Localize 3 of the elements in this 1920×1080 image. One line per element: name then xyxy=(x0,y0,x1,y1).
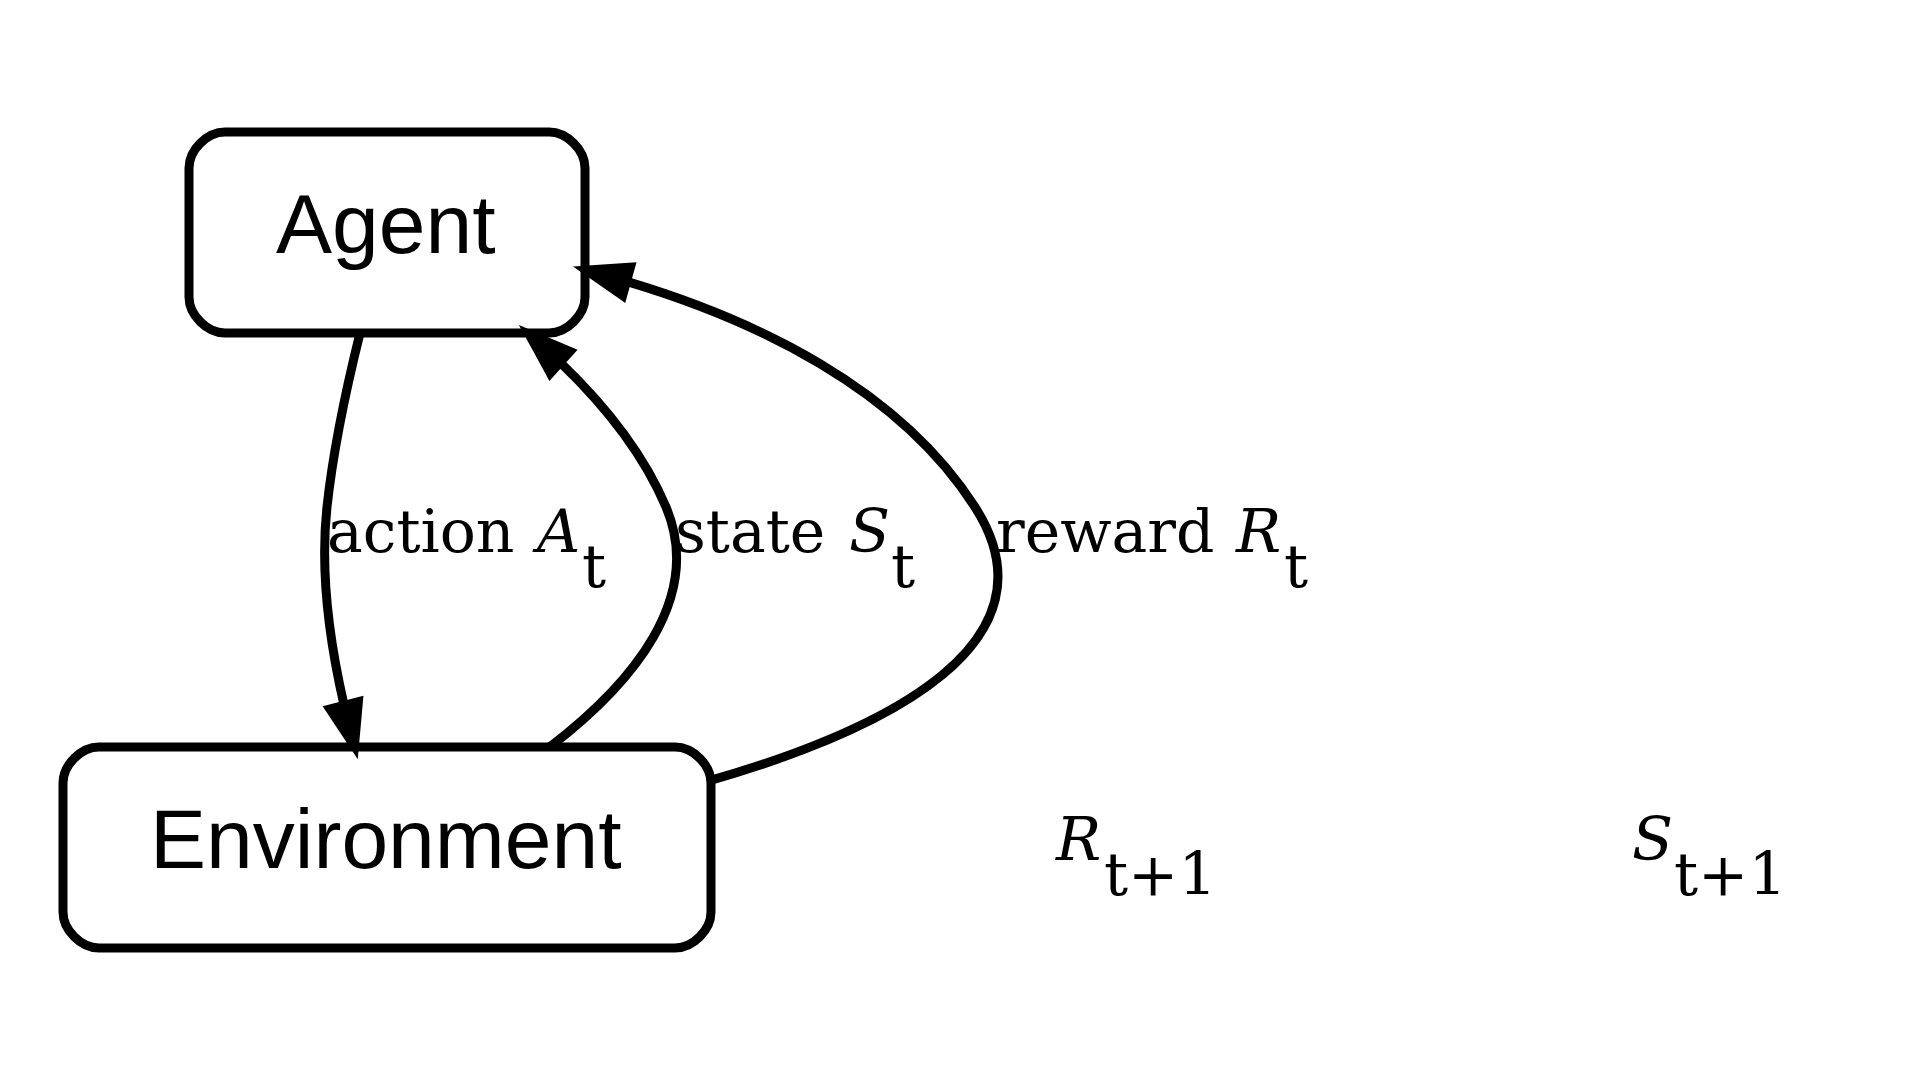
node-box: Agent xyxy=(184,127,590,338)
arrow xyxy=(572,262,1003,785)
node-box: Environment xyxy=(58,742,716,953)
